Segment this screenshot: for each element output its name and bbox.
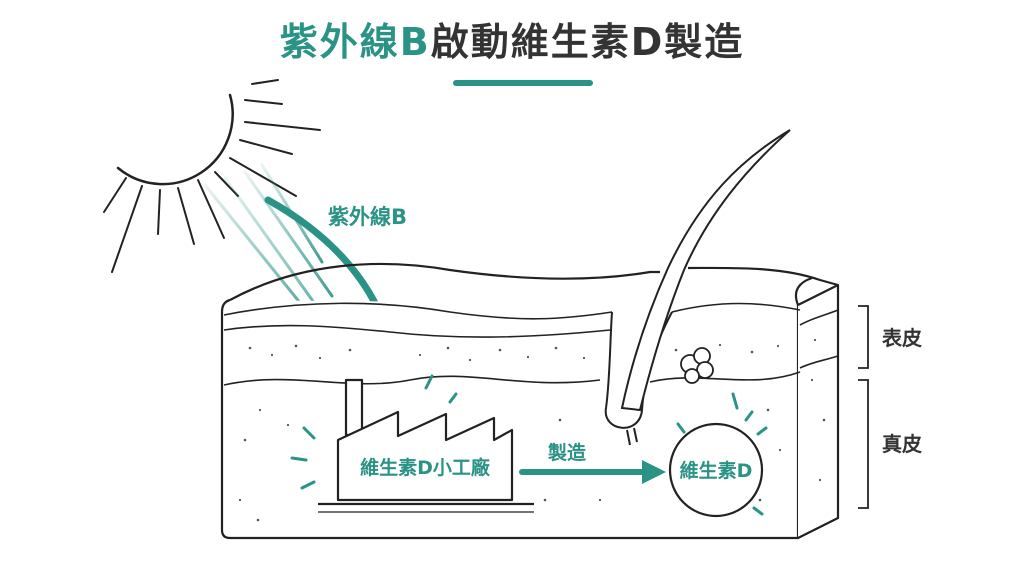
dermis-label: 真皮 [882, 432, 922, 456]
title-uvb: 紫外線B [279, 20, 431, 64]
sebaceous-gland [680, 347, 714, 384]
title-underline [453, 80, 593, 86]
epidermis-label: 表皮 [882, 326, 922, 350]
skin-texture-dots [238, 338, 826, 522]
vitamin-d-sparkles [676, 392, 768, 516]
skin-layer-lines [223, 302, 839, 386]
vitamin-d-circle [668, 422, 764, 518]
dermis-bracket [858, 379, 869, 509]
title-rest: 啟動維生素D製造 [430, 20, 745, 64]
sun-icon [103, 79, 321, 273]
uvb-label: 紫外線B [328, 205, 407, 229]
factory-sparkles [290, 374, 458, 490]
hair-follicle [604, 129, 791, 446]
produce-label: 製造 [547, 441, 587, 464]
produce-arrow [519, 460, 666, 484]
diagram-title: 紫外線B啟動維生素D製造 [0, 12, 1024, 72]
factory-icon [318, 378, 534, 513]
factory-label: 維生素D小工廠 [360, 456, 491, 479]
vitamin-d-label: 維生素D [680, 459, 753, 482]
epidermis-bracket [858, 305, 869, 369]
